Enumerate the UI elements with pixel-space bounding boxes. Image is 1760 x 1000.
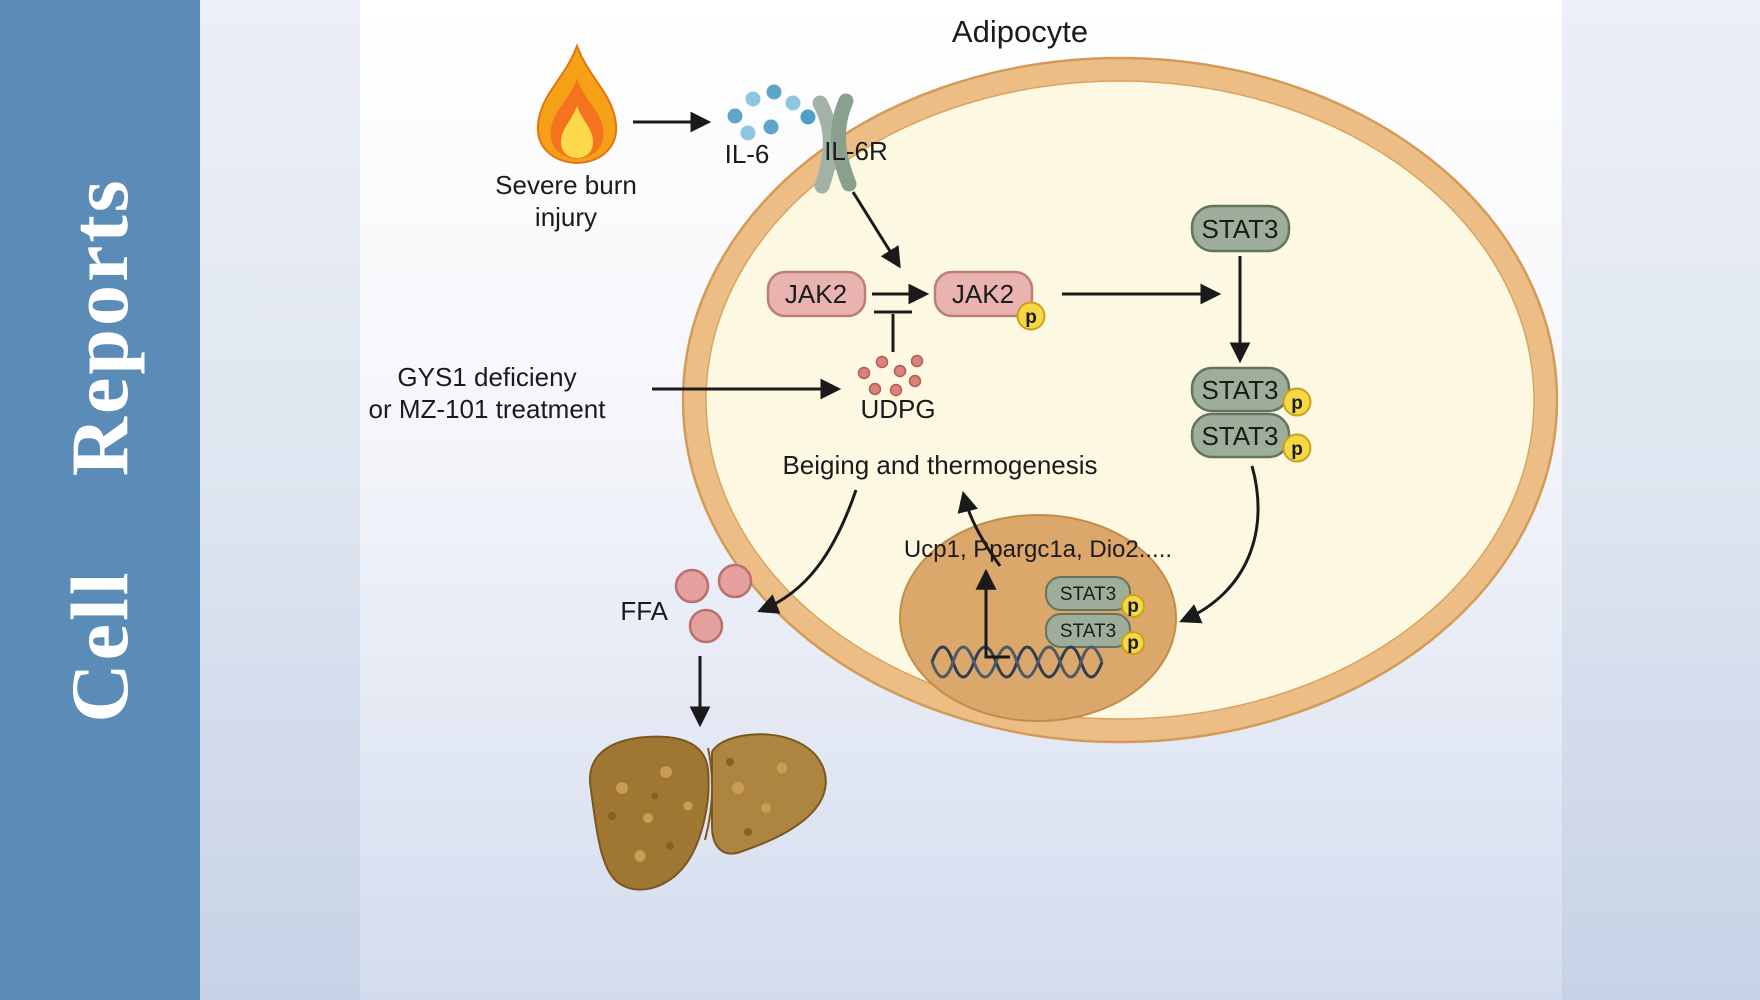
journal-title: Cell Reports [54,177,145,723]
udpg-dot [889,383,903,397]
trigger-label-line2: injury [535,202,597,232]
liver-spot [608,812,616,820]
arrow-stat3p-to-nucleus [1179,465,1260,624]
cell-cytoplasm [705,80,1535,720]
udpg-label: UDPG [860,394,935,424]
il6-dot [763,119,779,135]
liver-spot [666,842,674,850]
phospho-label: p [1025,307,1037,328]
phospho-badge [1121,594,1145,618]
arrow-transcription [975,568,1010,659]
ligand-label: IL-6 [725,139,770,169]
arrow-genes-to-beiging [957,490,1002,567]
liver-spot [634,850,646,862]
outcome-label: Beiging and thermogenesis [782,450,1097,480]
ffa-label: FFA [620,596,668,626]
liver-spot [616,782,628,794]
phospho-badge [1282,387,1312,417]
il6-dot [766,84,782,100]
stat3-box [1190,204,1291,253]
il6-dot [727,108,743,124]
liver-spot [776,762,788,774]
liver-spot [732,782,744,794]
phospho-badge [1016,301,1046,331]
stat3-label: STAT3 [1201,214,1278,244]
udpg-dot [857,366,871,380]
phospho-label: p [1127,633,1139,654]
liver-spot [744,828,752,836]
liver-spot [660,766,672,778]
udpg-dots [857,354,924,397]
liver-spot [651,792,659,800]
receptor-label: IL-6R [824,136,888,166]
liver-icon [589,733,827,891]
udpg-dot [910,354,924,368]
liver-spot [643,813,653,823]
stat3p-box [1190,366,1291,413]
stat3p-label: STAT3 [1201,375,1278,405]
journal-sidebar: Cell Reports [0,0,200,1000]
cell-label: Adipocyte [952,14,1088,49]
intervention-label-line2: or MZ-101 treatment [369,394,607,424]
nuclear-stat3p-label: STAT3 [1060,584,1116,605]
trigger-label-line1: Severe burn [495,170,637,200]
il6-dot [785,95,801,111]
ffa-droplet [688,608,724,644]
liver-spot [761,803,771,813]
arrow-beiging-to-ffa [757,489,858,614]
udpg-dot [868,382,882,396]
udpg-dot [908,374,922,388]
jak2-label: JAK2 [785,279,847,309]
il6-dot [740,125,756,141]
phospho-label: p [1127,596,1139,617]
jak2p-box [933,270,1034,318]
jak2-box [766,270,867,318]
nuclear-stat3p-box [1045,576,1131,611]
jak2p-label: JAK2 [952,279,1014,309]
il6-dot [800,109,816,125]
il6r-receptor-icon [812,93,857,194]
ffa-droplets [674,563,753,644]
nucleus [899,514,1177,722]
nuclear-stat3p-label: STAT3 [1060,621,1116,642]
liver-spot [726,758,734,766]
fire-icon [536,43,618,165]
phospho-badge [1282,433,1312,463]
udpg-dot [893,364,907,378]
stat3p-box [1190,412,1291,459]
inhibition-tbar [874,310,912,352]
udpg-dot [875,355,889,369]
phospho-badge [1121,631,1145,655]
liver-spot [683,801,693,811]
intervention-label-line1: GYS1 deficieny [397,362,576,392]
phospho-label: p [1291,439,1303,460]
il6-dots [727,84,816,141]
il6-dot [745,91,761,107]
arrow-receptor-to-jak2 [851,191,901,269]
ffa-droplet [674,568,710,604]
genes-label: Ucp1, Ppargc1a, Dio2..... [904,536,1172,563]
stat3p-label: STAT3 [1201,421,1278,451]
ffa-droplet [717,563,753,599]
phospho-label: p [1291,393,1303,414]
dna-helix-icon [930,645,1104,679]
